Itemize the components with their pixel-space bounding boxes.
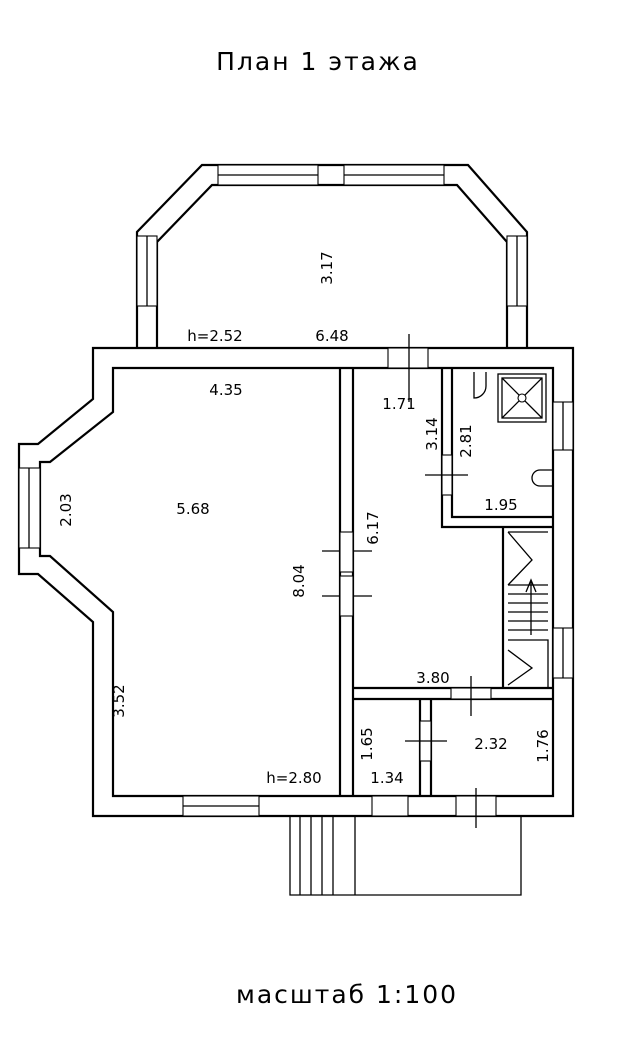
label-entry-width: 2.32 bbox=[474, 735, 507, 753]
label-living-width: 4.35 bbox=[209, 381, 242, 399]
label-wc-depth: 1.65 bbox=[358, 727, 376, 760]
windows bbox=[18, 164, 574, 817]
label-living-lower: 3.52 bbox=[110, 684, 128, 717]
label-bay-left: 2.03 bbox=[57, 493, 75, 526]
plan-title: План 1 этажа bbox=[216, 47, 420, 76]
label-lower-ceiling: h=2.80 bbox=[266, 769, 321, 787]
label-hall-length: 6.17 bbox=[364, 511, 382, 544]
label-upper-ceiling: h=2.52 bbox=[187, 327, 242, 345]
label-upper-width: 6.48 bbox=[315, 327, 348, 345]
label-hall-door: 1.71 bbox=[382, 395, 415, 413]
porch-steps bbox=[289, 816, 522, 896]
label-hall-depth: 3.14 bbox=[423, 417, 441, 450]
window-top-hall bbox=[387, 347, 429, 369]
door-marks bbox=[322, 334, 492, 828]
label-living-depth: 5.68 bbox=[176, 500, 209, 518]
label-bath-width: 1.95 bbox=[484, 496, 517, 514]
label-bath-depth: 2.81 bbox=[457, 424, 475, 457]
label-living-height: 8.04 bbox=[290, 564, 308, 597]
label-stair-width: 3.80 bbox=[416, 669, 449, 687]
label-bay-top: 3.17 bbox=[318, 251, 336, 284]
window-bottom-wc bbox=[371, 795, 409, 817]
scale-label: масштаб 1:100 bbox=[236, 980, 458, 1009]
label-entry-depth: 1.76 bbox=[534, 729, 552, 762]
shower-tray bbox=[473, 372, 553, 487]
staircase bbox=[503, 526, 554, 689]
label-wc-width: 1.34 bbox=[370, 769, 403, 787]
